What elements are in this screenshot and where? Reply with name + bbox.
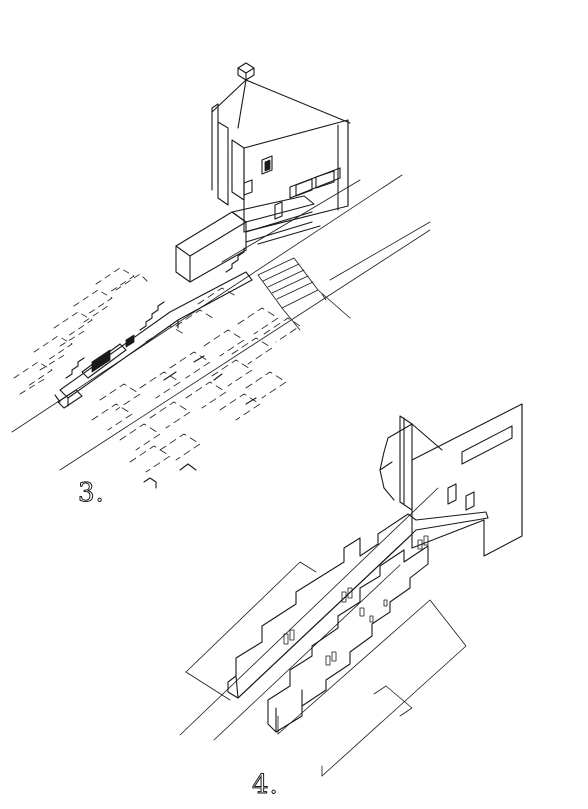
ground-lines xyxy=(11,174,431,471)
ground-lines-4 xyxy=(179,487,439,741)
wall-windows-4 xyxy=(283,535,429,666)
terrace-block xyxy=(54,271,253,409)
plan-fragments-left xyxy=(13,267,149,395)
drawing-4-label: 4. xyxy=(252,770,279,801)
drawing-3-label: 3. xyxy=(78,478,105,509)
back-wall-4 xyxy=(379,403,523,557)
site-outline-4 xyxy=(277,599,467,777)
entrance-stairs xyxy=(257,257,351,331)
middle-block xyxy=(175,195,321,283)
wall-fragments xyxy=(143,355,257,489)
stepped-walls-4 xyxy=(227,511,489,733)
plan-fragments-right xyxy=(91,287,301,473)
tower-block xyxy=(211,62,351,233)
